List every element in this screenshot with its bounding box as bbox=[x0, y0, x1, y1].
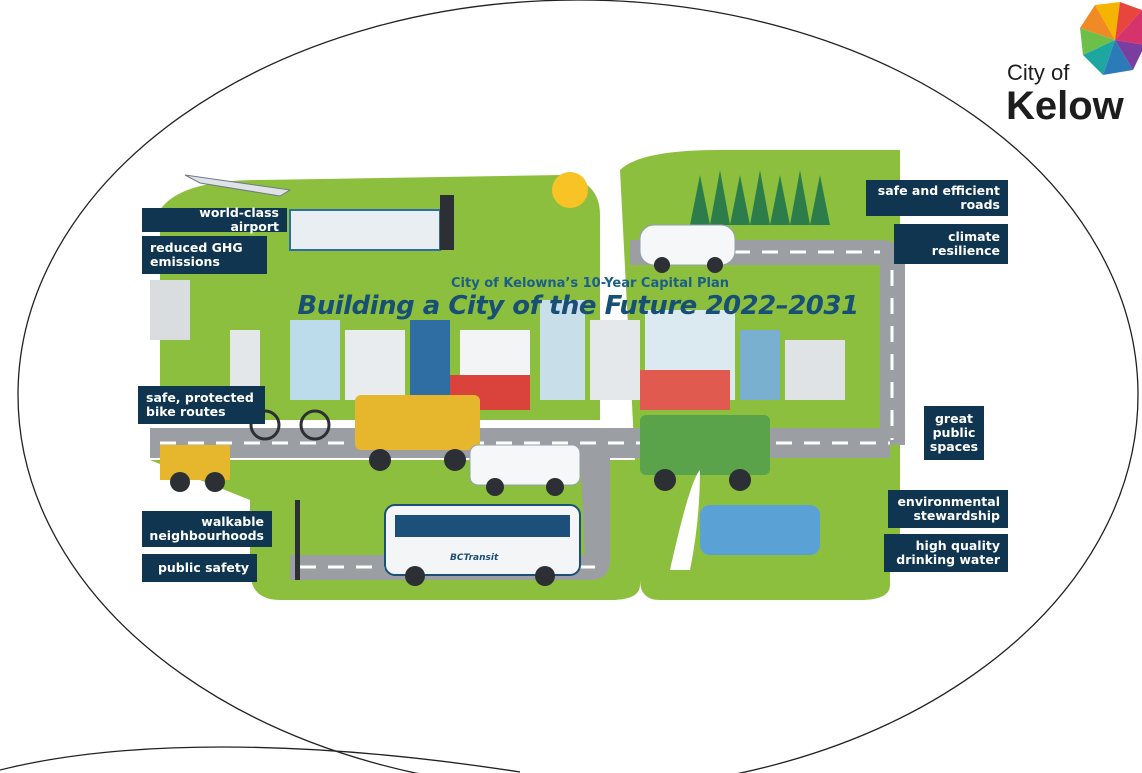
label-world-class-airport: world-class airport bbox=[142, 206, 287, 234]
label-great-public-spaces: great public spaces bbox=[924, 406, 984, 460]
label-climate-resilience: climate resilience bbox=[894, 224, 1008, 264]
label-walkable-neighbourhoods: walkable neighbourhoods bbox=[142, 511, 272, 547]
logo-kelowna: Kelow bbox=[1006, 84, 1124, 128]
label-drinking-water: high quality drinking water bbox=[884, 534, 1008, 572]
kelowna-logo-mark bbox=[1080, 2, 1142, 75]
label-safe-roads: safe and efficient roads bbox=[866, 180, 1008, 216]
poster-subtitle: City of Kelowna’s 10-Year Capital Plan bbox=[451, 276, 729, 291]
poster-title: Building a City of the Future 2022–2031 bbox=[297, 291, 859, 321]
bus-brand: BCTransit bbox=[450, 553, 499, 563]
curve-line bbox=[0, 746, 521, 773]
label-environmental-stewardship: environmental stewardship bbox=[888, 490, 1008, 528]
oval-frame bbox=[17, 0, 1139, 773]
label-reduced-ghg: reduced GHG emissions bbox=[142, 236, 267, 274]
label-bike-routes: safe, protected bike routes bbox=[138, 386, 265, 424]
label-public-safety: public safety bbox=[142, 554, 257, 582]
logo-city-of: City of bbox=[1007, 60, 1070, 85]
